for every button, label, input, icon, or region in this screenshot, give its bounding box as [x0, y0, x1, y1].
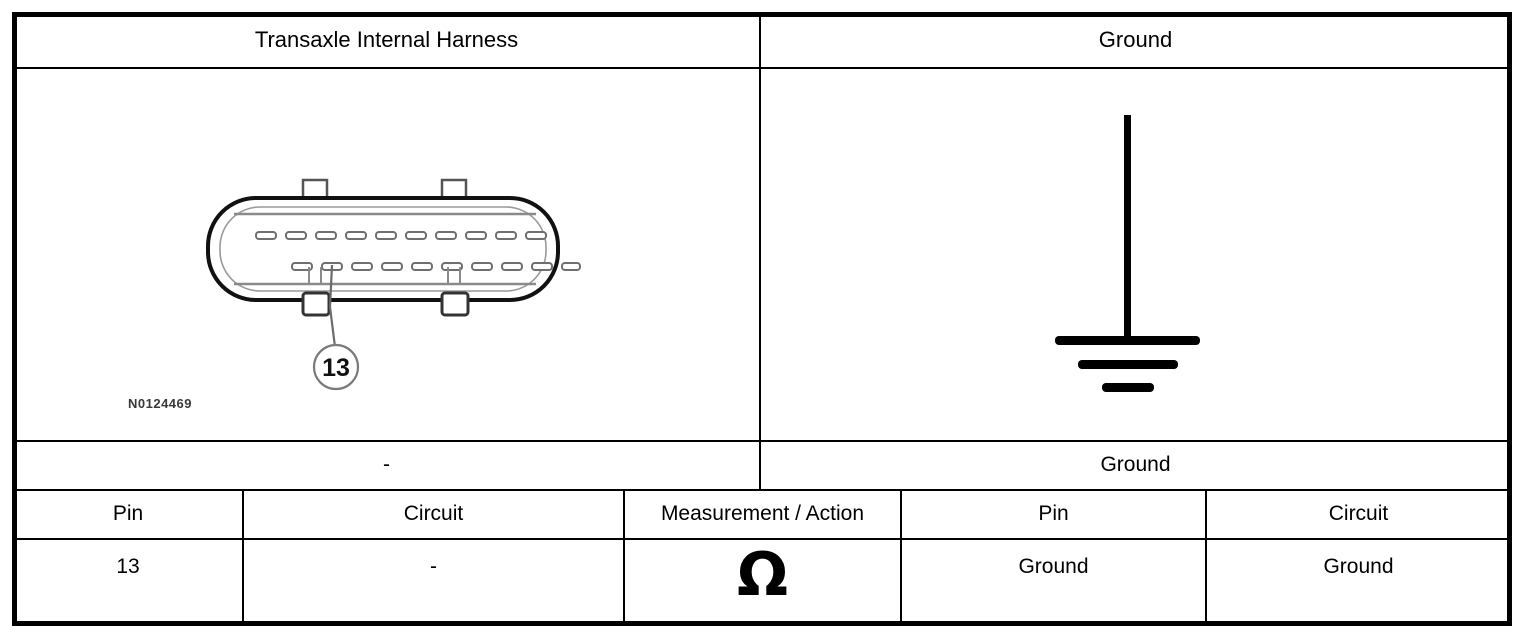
header-transaxle-internal-harness: Transaxle Internal Harness — [14, 14, 759, 67]
column-header-circuit-right-label: Circuit — [1328, 502, 1389, 526]
subheader-left-label: - — [383, 453, 390, 477]
rule-below-header — [14, 67, 1510, 69]
header-ground: Ground — [761, 14, 1510, 67]
cell-circuit-left: - — [430, 555, 437, 579]
column-header-pin-right-label: Pin — [1038, 502, 1069, 526]
ground-symbol-illustration — [1020, 105, 1250, 405]
callout-pin-number: 13 — [322, 354, 350, 382]
column-header-circuit-left: Circuit — [244, 490, 623, 538]
subheader-right-label: Ground — [1100, 453, 1171, 477]
cell-pin-right: Ground — [1018, 555, 1089, 579]
cell-measurement-wrap: Ω — [625, 536, 900, 614]
rule-col-pin-circuit-left — [242, 489, 244, 624]
rule-below-subheader — [14, 489, 1510, 491]
header-right-label: Ground — [1098, 27, 1173, 53]
rule-col-pin-circuit-right — [1205, 489, 1207, 624]
subheader-right-ground: Ground — [761, 441, 1510, 489]
table-outer-border — [12, 12, 1512, 626]
cell-circuit-right: Ground — [1323, 555, 1394, 579]
rule-col-measurement-pin — [900, 489, 902, 624]
column-header-measurement-label: Measurement / Action — [660, 502, 865, 526]
cell-circuit-left-wrap: - — [244, 539, 623, 595]
rule-below-column-headers — [14, 538, 1510, 540]
column-header-pin-right: Pin — [902, 490, 1205, 538]
subheader-left-circuit: - — [14, 441, 759, 489]
cell-pin-left: 13 — [116, 555, 140, 579]
rule-col-circuit-measurement — [623, 489, 625, 624]
connector-part-number: N0124469 — [128, 396, 192, 411]
connector-illustration: 13 — [190, 155, 590, 425]
table-row: 13 — [14, 539, 242, 595]
column-header-pin-left: Pin — [14, 490, 242, 538]
ohms-symbol: Ω — [736, 540, 788, 610]
header-left-label: Transaxle Internal Harness — [254, 27, 519, 53]
cell-circuit-right-wrap: Ground — [1207, 539, 1510, 595]
column-header-circuit-left-label: Circuit — [403, 502, 464, 526]
column-header-measurement-action: Measurement / Action — [625, 490, 900, 538]
cell-pin-right-wrap: Ground — [902, 539, 1205, 595]
column-header-circuit-right: Circuit — [1207, 490, 1510, 538]
rule-below-illustration — [14, 440, 1510, 442]
rule-main-split — [759, 14, 761, 489]
column-header-pin-left-label: Pin — [112, 502, 144, 526]
